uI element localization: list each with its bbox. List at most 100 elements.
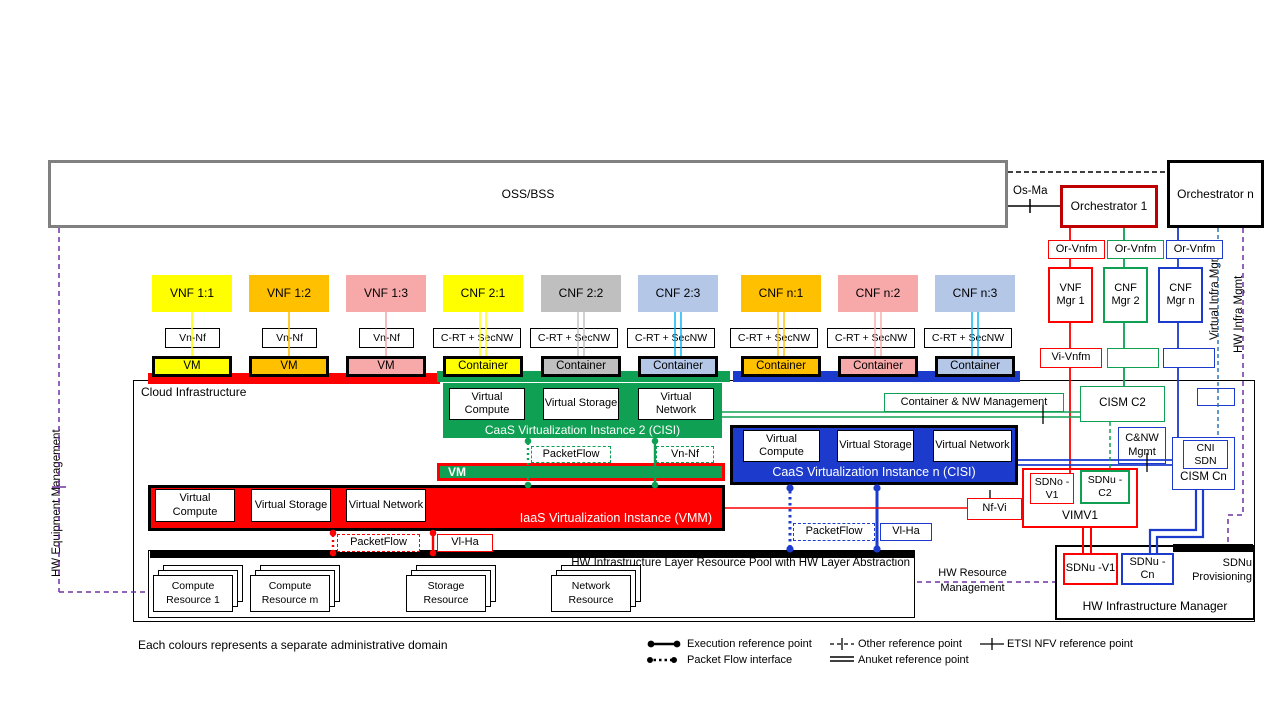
nf-box-cnf-n-2: CNF n:2 [838,275,918,312]
cism-c2-label: CISM C2 [1099,397,1146,410]
caas2-virtual-network: Virtual Network [638,388,714,420]
nf-box-cnf-n-1: CNF n:1 [741,275,821,312]
or-vnfm-box-2: Or-Vnfm [1107,240,1164,259]
cell-label: Virtual Network [935,439,1010,452]
cni-sdn-box: CNI SDN [1183,440,1228,469]
orchestrator-1-box: Orchestrator 1 [1060,185,1158,228]
iaas-box: IaaS Virtualization Instance (VMM) [148,485,725,531]
iaas-virtual-storage: Virtual Storage [251,489,331,522]
nf-label: CNF n:1 [758,286,804,301]
cell-label: Virtual Storage [254,498,328,511]
or-vnfm-box-3: Or-Vnfm [1166,240,1223,259]
vn-nf-text: Vn-Nf [670,447,700,460]
cnw-mgmt-label: C&NW Mgmt [1125,432,1159,458]
iaas-title: IaaS Virtualization Instance (VMM) [519,511,712,525]
unit-container-n-3: Container [935,356,1015,377]
cnf-mgr-n-box: CNF Mgr n [1158,267,1203,323]
unit-container-n-1: Container [741,356,821,377]
oss-bss-box: OSS/BSS [48,160,1008,228]
cni-sdn-label: CNI SDN [1194,441,1217,467]
unit-label: VM [280,359,298,372]
cell-label: Virtual Compute [759,432,804,458]
iface-vn-nf-3: Vn-Nf [359,328,414,348]
sdnu-v1-label: SDNu -V1 [1065,562,1116,575]
sdno-v1-box: SDNo -V1 [1030,473,1074,504]
cell-label: Virtual Storage [544,397,618,410]
caasn-virtual-compute: Virtual Compute [743,430,820,462]
cnf-mgr-2-box: CNF Mgr 2 [1103,267,1148,323]
nf-box-cnf-2-1: CNF 2:1 [443,275,523,312]
caas2-vn-nf-label: Vn-Nf [656,446,714,463]
or-vnfm-label: Or-Vnfm [1055,242,1098,255]
iaas-virtual-network: Virtual Network [346,489,426,522]
iaas-domain-bar [148,373,440,384]
sdnu-provisioning-label: SDNu Provisioning [1192,557,1252,584]
cloud-infrastructure-label: Cloud Infrastructure [141,385,247,399]
cell-label: Virtual Compute [172,492,218,518]
iface-crt-secnw-6: C-RT + SecNW [924,328,1012,348]
nf-label: VNF 1:2 [266,286,311,301]
caasn-vl-ha-label: Vl-Ha [880,523,932,541]
cell-label: Virtual Network [348,498,424,511]
os-ma-label: Os-Ma [1013,185,1048,197]
packetflow-text: PacketFlow [805,525,863,538]
nf-box-vnf-1-1: VNF 1:1 [152,275,232,312]
unit-container-2-3: Container [638,356,718,377]
container-nw-management-box: Container & NW Management [884,393,1064,412]
storage-resource: Storage Resource [406,575,486,612]
iface-label: C-RT + SecNW [834,331,908,344]
unit-container-2-2: Container [541,356,621,377]
iaas-packetflow-label: PacketFlow [337,534,420,552]
caas2-virtual-compute: Virtual Compute [449,388,525,420]
iface-crt-secnw-1: C-RT + SecNW [433,328,521,348]
unit-vm-1: VM [152,356,232,377]
iface-label: Vn-Nf [373,331,400,344]
compute-resource-1: Compute Resource 1 [153,575,233,612]
iface-crt-secnw-4: C-RT + SecNW [730,328,818,348]
nf-label: CNF 2:1 [460,286,506,301]
network-resource: Network Resource [551,575,631,612]
iface-label: C-RT + SecNW [931,331,1005,344]
iface-crt-secnw-3: C-RT + SecNW [627,328,715,348]
nf-box-vnf-1-3: VNF 1:3 [346,275,426,312]
cnw-mgmt-box: C&NW Mgmt [1118,427,1166,464]
compute-resource-m-stack: Compute Resource m [250,565,340,612]
caasn-virtual-network: Virtual Network [933,430,1012,462]
unit-label: Container [556,359,606,372]
compute-resource-1-stack: Compute Resource 1 [153,565,243,612]
cism-c2-box: CISM C2 [1080,386,1165,422]
cell-label: Virtual Compute [464,390,510,416]
hw-resource-pool-label: HW Infrastructure Layer Resource Pool wi… [571,557,910,569]
network-resource-stack: Network Resource [551,565,641,612]
or-vnfm-label: Or-Vnfm [1173,242,1216,255]
caasn-virtual-storage: Virtual Storage [837,430,914,462]
packetflow-text: PacketFlow [542,447,600,460]
iface-label: Vn-Nf [276,331,303,344]
nf-box-cnf-2-2: CNF 2:2 [541,275,621,312]
legend-other-label: Other reference point [858,638,962,650]
hw-infra-manager-label: HW Infrastructure Manager [1082,598,1228,613]
nf-label: CNF 2:3 [655,286,701,301]
unit-label: Container [458,359,508,372]
iface-vn-nf-1: Vn-Nf [165,328,220,348]
caas2-packetflow-label: PacketFlow [531,446,611,463]
unit-container-n-2: Container [838,356,918,377]
caas2-virtual-storage: Virtual Storage [543,388,619,420]
caas2-title: CaaS Virtualization Instance 2 (CISI) [484,422,681,437]
unit-label: Container [653,359,703,372]
iface-label: C-RT + SecNW [737,331,811,344]
nf-label: CNF 2:2 [558,286,604,301]
orchestrator-1-label: Orchestrator 1 [1070,199,1148,214]
nf-label: CNF n:2 [855,286,901,301]
legend-etsi-label: ETSI NFV reference point [1007,638,1133,650]
unit-container-2-1: Container [443,356,523,377]
compute-resource-m: Compute Resource m [250,575,330,612]
sdnu-c2-label: SDNu -C2 [1087,474,1123,499]
iaas-virtual-compute: Virtual Compute [155,489,235,522]
nf-box-vnf-1-2: VNF 1:2 [249,275,329,312]
storage-resource-stack: Storage Resource [406,565,496,612]
unit-label: Container [853,359,903,372]
sdnu-v1-box: SDNu -V1 [1063,553,1118,585]
cism-cn-label: CISM Cn [1180,471,1227,484]
legend-packet-flow-label: Packet Flow interface [687,654,793,666]
